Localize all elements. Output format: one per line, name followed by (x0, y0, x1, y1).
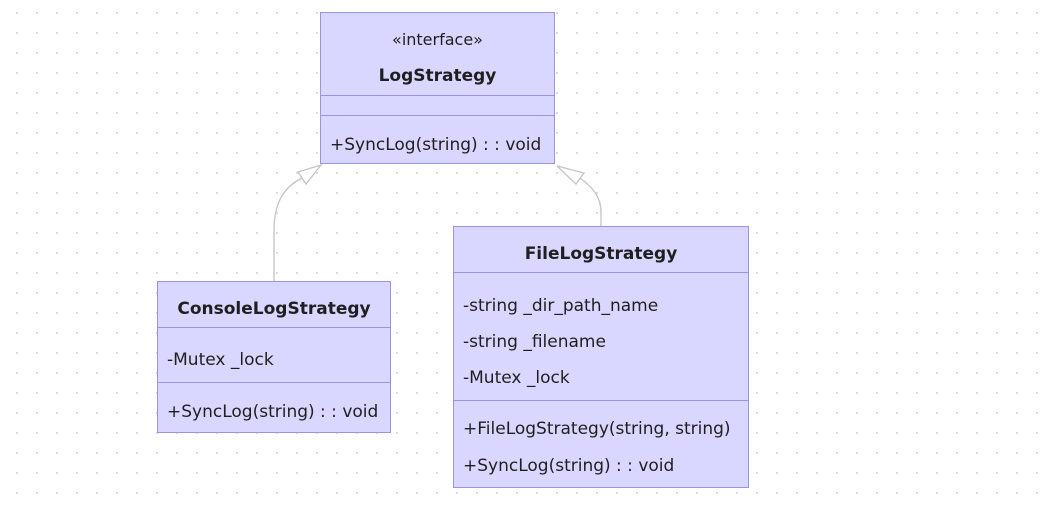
class-method: +FileLogStrategy(string, string) (463, 419, 731, 439)
class-header: ConsoleLogStrategy (158, 282, 390, 328)
class-stereotype: «interface» (392, 30, 483, 49)
class-name: ConsoleLogStrategy (177, 299, 371, 319)
class-box-log-strategy[interactable]: «interface» LogStrategy +SyncLog(string)… (320, 12, 555, 164)
class-methods: +FileLogStrategy(string, string) +SyncLo… (454, 401, 748, 476)
class-box-console-log-strategy[interactable]: ConsoleLogStrategy -Mutex _lock +SyncLog… (157, 281, 391, 433)
realization-edge-console-to-interface (273, 177, 303, 281)
class-attribute: -string _filename (463, 332, 606, 352)
class-attribute: -Mutex _lock (167, 350, 274, 370)
class-box-file-log-strategy[interactable]: FileLogStrategy -string _dir_path_name -… (453, 226, 749, 488)
class-method: +SyncLog(string) : : void (463, 456, 675, 476)
realization-arrowhead-file (556, 165, 586, 185)
class-header: «interface» LogStrategy (321, 13, 554, 96)
class-attributes (321, 96, 554, 116)
class-method: +SyncLog(string) : : void (330, 135, 542, 155)
realization-arrowhead-console (296, 163, 323, 186)
class-methods: +SyncLog(string) : : void (321, 116, 554, 155)
class-name: LogStrategy (378, 66, 497, 86)
class-attributes: -string _dir_path_name -string _filename… (454, 273, 748, 401)
class-header: FileLogStrategy (454, 227, 748, 273)
class-attribute: -string _dir_path_name (463, 296, 659, 316)
class-method: +SyncLog(string) : : void (167, 402, 379, 422)
class-methods: +SyncLog(string) : : void (158, 383, 390, 422)
class-attributes: -Mutex _lock (158, 328, 390, 383)
class-attribute: -Mutex _lock (463, 368, 570, 388)
class-name: FileLogStrategy (524, 244, 678, 264)
realization-edge-file-to-interface (579, 177, 602, 227)
